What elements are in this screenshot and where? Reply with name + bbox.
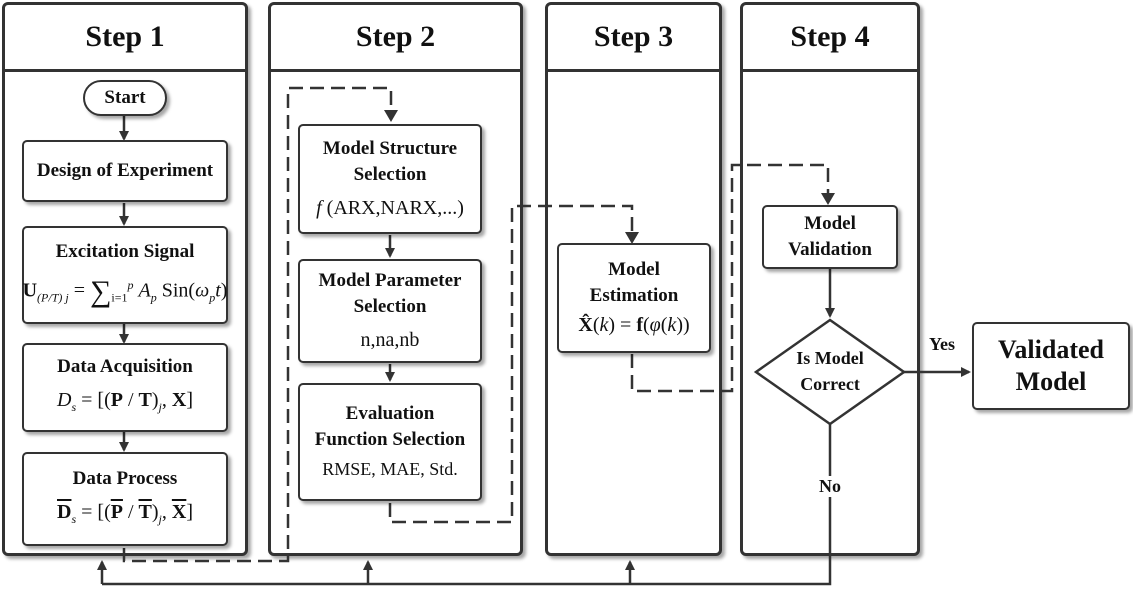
- model-structure-line1: Model Structure: [322, 138, 458, 159]
- evaluation-function-line2: Function Selection: [314, 429, 466, 450]
- estimation-formula: X̂(k) = f(φ(k)): [578, 314, 690, 336]
- dashed-arrowhead-step4: [821, 193, 835, 205]
- step3-header: Step 3: [548, 5, 719, 72]
- excitation-signal-label: Excitation Signal: [55, 240, 195, 262]
- model-structure-line2: Selection: [353, 164, 427, 185]
- dashed-step2-to-step3: [388, 204, 634, 524]
- validated-model-line2: Model: [1015, 367, 1087, 396]
- evaluation-metrics: RMSE, MAE, Std.: [322, 459, 458, 479]
- dashed-step3-to-step4: [630, 163, 830, 393]
- step2-header: Step 2: [271, 5, 520, 72]
- yes-label: Yes: [929, 334, 955, 354]
- evaluation-function-line1: Evaluation: [345, 403, 435, 424]
- model-estimation-line2: Estimation: [589, 285, 679, 306]
- evaluation-function-box: Evaluation Function Selection RMSE, MAE,…: [298, 383, 482, 501]
- validated-model-box: Validated Model: [972, 322, 1130, 410]
- step1-header: Step 1: [5, 5, 245, 72]
- excitation-formula: U(P/T) j = ∑i=1p Ap Sin(ωpt): [22, 274, 228, 308]
- data-acquisition-box: Data Acquisition Ds = [(P / T)j, X]: [22, 343, 228, 432]
- model-parameter-line2: Selection: [353, 296, 427, 317]
- model-estimation-line1: Model: [608, 259, 660, 280]
- dashed-arrowhead-step2: [384, 110, 398, 122]
- model-structure-formula: f (ARX,NARX,...): [316, 197, 464, 219]
- decision-text: Is Model Correct: [770, 345, 890, 397]
- model-parameter-formula: n,na,nb: [360, 329, 420, 351]
- excitation-signal-box: Excitation Signal U(P/T) j = ∑i=1p Ap Si…: [22, 226, 228, 324]
- model-validation-box: Model Validation: [762, 205, 898, 269]
- model-structure-box: Model Structure Selection f (ARX,NARX,..…: [298, 124, 482, 234]
- decision-diamond: [753, 318, 907, 426]
- model-estimation-box: Model Estimation X̂(k) = f(φ(k)): [557, 243, 711, 353]
- design-of-experiment-label: Design of Experiment: [36, 160, 214, 181]
- decision-line1: Is Model: [796, 348, 864, 368]
- data-process-label: Data Process: [72, 467, 178, 489]
- start-terminal: Start: [83, 80, 167, 116]
- model-validation-line2: Validation: [788, 239, 872, 260]
- validated-model-line1: Validated: [998, 335, 1104, 364]
- design-of-experiment-box: Design of Experiment: [22, 140, 228, 202]
- data-process-box: Data Process Ds = [(P / T)j, X]: [22, 452, 228, 546]
- decision-line2: Correct: [800, 374, 860, 394]
- model-validation-line1: Model: [804, 213, 856, 234]
- acquisition-formula: Ds = [(P / T)j, X]: [57, 389, 193, 414]
- no-label: No: [817, 476, 843, 497]
- dashed-step1-to-step2: [122, 86, 393, 563]
- step4-header: Step 4: [743, 5, 917, 72]
- model-structure-formula-text: (ARX,NARX,...): [326, 197, 464, 219]
- model-parameter-line1: Model Parameter: [318, 270, 462, 291]
- data-acquisition-label: Data Acquisition: [57, 356, 193, 377]
- process-formula: Ds = [(P / T)j, X]: [57, 500, 193, 526]
- dashed-arrowhead-step3: [625, 232, 639, 244]
- model-parameter-box: Model Parameter Selection n,na,nb: [298, 259, 482, 363]
